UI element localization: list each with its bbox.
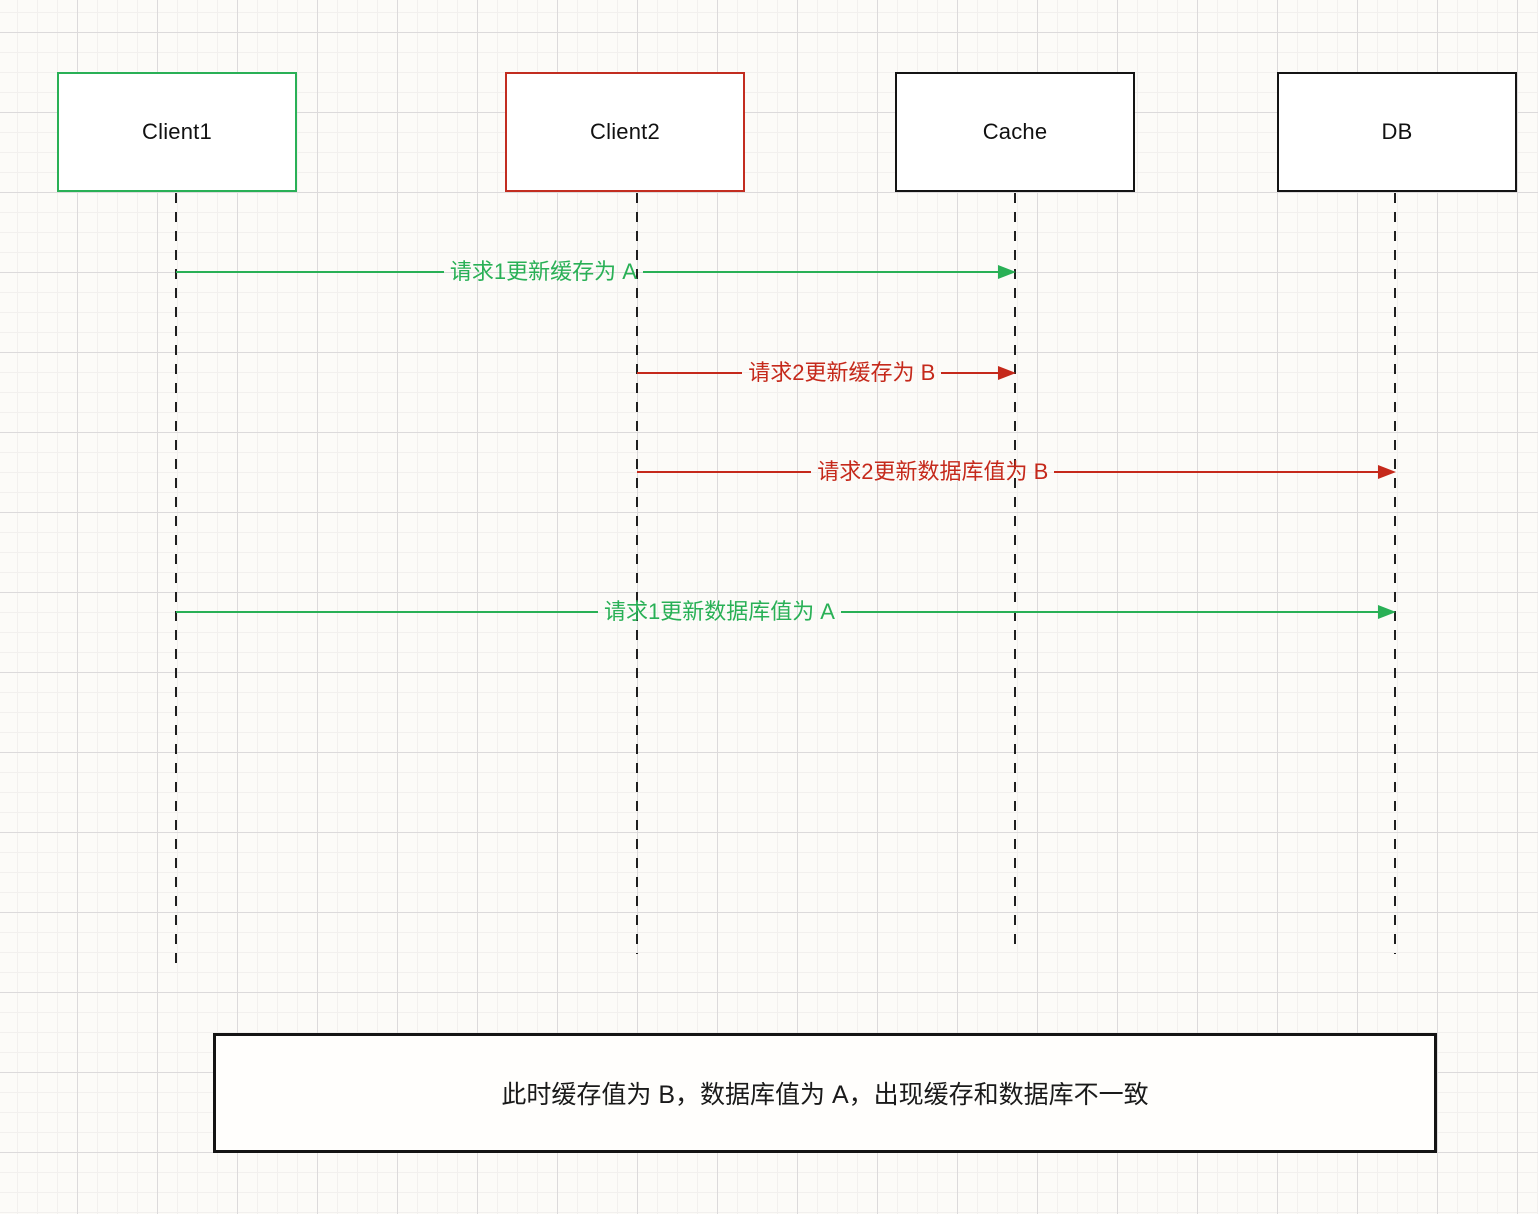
actor-box-db: DB — [1277, 72, 1517, 192]
arrowhead-right-icon — [1378, 465, 1397, 479]
lifeline-cache — [1014, 193, 1016, 946]
arrow-line — [176, 271, 444, 273]
arrow-line — [642, 271, 998, 273]
lifeline-client2 — [636, 193, 638, 954]
message-label: 请求1更新缓存为 A — [449, 259, 637, 284]
message-label: 请求1更新数据库值为 A — [603, 599, 835, 624]
actor-box-client1: Client1 — [57, 72, 297, 192]
actor-label-cache: Cache — [982, 119, 1048, 144]
arrow-line — [637, 471, 812, 473]
arrow-line — [941, 372, 998, 374]
arrowhead-right-icon — [998, 366, 1016, 380]
message-arrow-client1-to-cache: 请求1更新缓存为 A — [176, 257, 1016, 287]
actor-box-cache: Cache — [895, 72, 1135, 192]
arrowhead-right-icon — [1378, 605, 1396, 619]
message-arrow-client2-to-cache: 请求2更新缓存为 B — [637, 358, 1016, 388]
actor-label-client1: Client1 — [142, 119, 212, 144]
message-arrow-client1-to-db: 请求1更新数据库值为 A — [176, 597, 1396, 627]
note-box: 此时缓存值为 B，数据库值为 A，出现缓存和数据库不一致 — [213, 1033, 1437, 1153]
note-text: 此时缓存值为 B，数据库值为 A，出现缓存和数据库不一致 — [501, 1081, 1149, 1109]
message-arrow-client2-to-db: 请求2更新数据库值为 B — [637, 457, 1397, 487]
lifeline-db — [1394, 193, 1396, 954]
arrow-line — [176, 611, 598, 613]
arrow-line — [1054, 471, 1379, 473]
arrow-line — [637, 372, 743, 374]
arrow-line — [840, 611, 1378, 613]
lifeline-client1 — [175, 193, 177, 972]
actor-label-client2: Client2 — [590, 119, 660, 144]
actor-label-db: DB — [1381, 119, 1413, 144]
arrowhead-right-icon — [998, 265, 1016, 279]
message-label: 请求2更新缓存为 B — [748, 360, 936, 385]
actor-box-client2: Client2 — [505, 72, 745, 192]
message-label: 请求2更新数据库值为 B — [817, 459, 1049, 484]
